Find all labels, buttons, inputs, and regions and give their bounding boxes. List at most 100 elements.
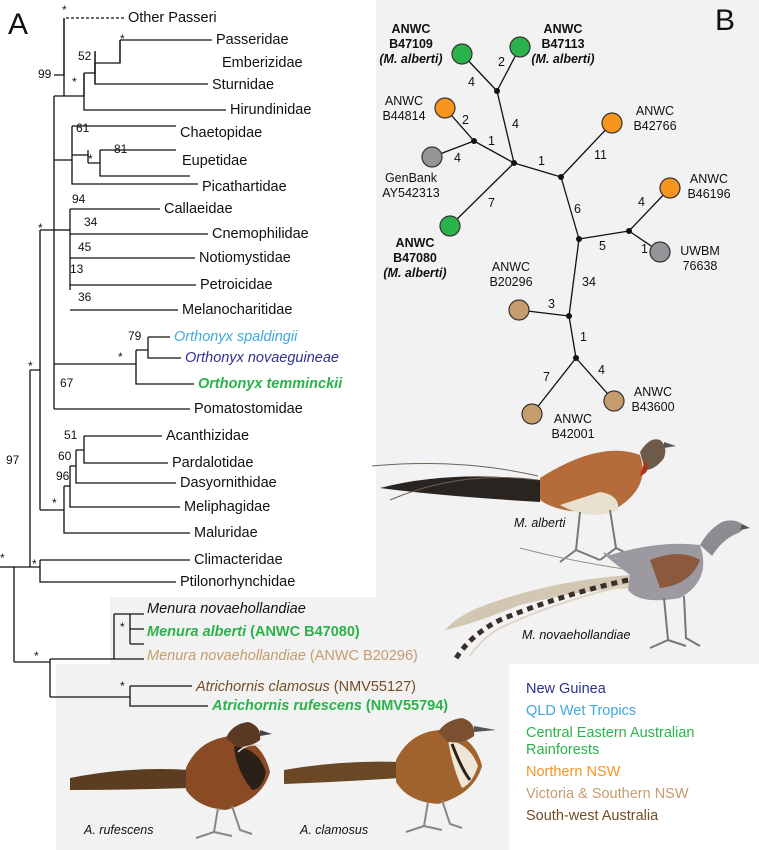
label-line: GenBank <box>384 171 438 185</box>
label-b46196: ANWC B46196 <box>686 172 732 202</box>
label-line: ANWC <box>395 236 435 250</box>
network-junction <box>558 174 564 180</box>
tip-ptilonorhynchidae: Ptilonorhynchidae <box>180 574 296 590</box>
label-line: B42766 <box>633 119 677 133</box>
label-line: ANWC <box>553 412 593 426</box>
tip-petroicidae: Petroicidae <box>200 277 273 293</box>
tip-passeridae: Passeridae <box>216 32 289 48</box>
support-label: 34 <box>84 215 98 229</box>
menura-alberti-voucher: (ANWC B47080) <box>250 624 360 640</box>
label-line: B42001 <box>551 427 595 441</box>
branch-length: 34 <box>582 275 596 289</box>
legend-central-eastern: Central Eastern Australian <box>526 725 695 741</box>
tip-menura-novaehollandiae-1: Menura novaehollandiae <box>147 601 306 617</box>
label-line: (M. alberti) <box>379 52 443 66</box>
network-junction <box>626 228 632 234</box>
branch-length: 1 <box>641 242 648 256</box>
caption-m-novaehollandiae: M. novaehollandiae <box>522 628 631 642</box>
haplotype-b43600 <box>603 390 625 412</box>
tip-orthonyx-spaldingii: Orthonyx spaldingii <box>174 329 298 345</box>
haplotype-b47109 <box>451 43 473 65</box>
tip-hirundinidae: Hirundinidae <box>230 102 312 118</box>
support-label: 51 <box>64 428 78 442</box>
panel-a-letter: A <box>8 8 29 41</box>
haplotype-uwbm <box>649 241 671 263</box>
tip-dasyornithidae: Dasyornithidae <box>180 475 277 491</box>
branch-length: 4 <box>468 75 475 89</box>
support-label: * <box>120 32 125 46</box>
label-line: ANWC <box>635 104 675 118</box>
legend-rainforests: Rainforests <box>526 742 600 758</box>
tip-acanthizidae: Acanthizidae <box>166 428 250 444</box>
tip-callaeidae: Callaeidae <box>164 201 233 217</box>
label-b47113: ANWC B47113 (M. alberti) <box>528 22 598 67</box>
branch-length: 11 <box>594 148 607 162</box>
support-label: 81 <box>114 142 128 156</box>
support-label: * <box>38 221 43 235</box>
label-line: B46196 <box>687 187 731 201</box>
haplotype-b47080 <box>439 215 461 237</box>
tip-picathartidae: Picathartidae <box>202 179 287 195</box>
label-line: UWBM <box>680 244 720 258</box>
tip-atrichornis-rufescens: Atrichornis rufescens (NMV55794) <box>212 698 448 714</box>
branch-length: 1 <box>580 330 587 344</box>
support-label: * <box>0 551 5 565</box>
network-junction <box>494 88 500 94</box>
label-b42001: ANWC B42001 <box>550 412 596 442</box>
atrichornis-rufescens-name: Atrichornis rufescens <box>212 698 362 714</box>
label-line: 76638 <box>682 259 718 273</box>
label-b47109: ANWC B47109 (M. alberti) <box>376 22 446 67</box>
branch-length: 3 <box>548 297 555 311</box>
label-line: ANWC <box>491 260 531 274</box>
support-label: 94 <box>72 192 86 206</box>
branch-length: 4 <box>598 363 605 377</box>
tip-other-passeri: Other Passeri <box>128 10 217 26</box>
haplotype-genbank <box>421 146 443 168</box>
haplotype-b42001 <box>521 403 543 425</box>
label-line: (M. alberti) <box>531 52 595 66</box>
network-junction <box>471 138 477 144</box>
tip-maluridae: Maluridae <box>194 525 258 541</box>
label-b43600: ANWC B43600 <box>630 385 676 415</box>
label-b47080: ANWC B47080 (M. alberti) <box>380 236 450 281</box>
label-line: ANWC <box>384 94 424 108</box>
tip-atrichornis-clamosus: Atrichornis clamosus (NMV55127) <box>196 679 416 695</box>
label-b44814: ANWC B44814 <box>382 94 426 124</box>
branch-length: 2 <box>462 113 469 127</box>
branch-length: 1 <box>538 154 545 168</box>
support-label: 36 <box>78 290 92 304</box>
branch-length: 5 <box>599 239 606 253</box>
branch-length: 6 <box>574 202 581 216</box>
label-line: ANWC <box>391 22 431 36</box>
support-label: * <box>120 679 125 693</box>
tip-menura-novaehollandiae-2: Menura novaehollandiae (ANWC B20296) <box>147 648 418 664</box>
network-junction <box>576 236 582 242</box>
label-uwbm: UWBM 76638 <box>680 244 720 274</box>
menura-clade-box <box>110 597 376 664</box>
tip-pomatostomidae: Pomatostomidae <box>194 401 303 417</box>
legend-qld-wet-tropics: QLD Wet Tropics <box>526 703 637 719</box>
tip-climacteridae: Climacteridae <box>194 552 283 568</box>
legend-victoria-southern-nsw: Victoria & Southern NSW <box>526 786 689 802</box>
menura-novaehollandiae-2-voucher: (ANWC B20296) <box>309 648 418 664</box>
label-b42766: ANWC B42766 <box>632 104 678 134</box>
tip-meliphagidae: Meliphagidae <box>184 499 271 515</box>
branch-length: 2 <box>498 55 505 69</box>
atrichornis-rufescens-voucher: (NMV55794) <box>365 698 449 714</box>
network-junction <box>566 313 572 319</box>
branch-length: 4 <box>638 195 645 209</box>
label-line: ANWC <box>633 385 673 399</box>
caption-a-rufescens: A. rufescens <box>84 823 154 837</box>
support-label: * <box>28 359 33 373</box>
support-label: * <box>120 620 125 634</box>
support-label: 67 <box>60 376 74 390</box>
tip-eupetidae: Eupetidae <box>182 153 248 169</box>
tip-menura-alberti: Menura alberti (ANWC B47080) <box>147 624 360 640</box>
label-genbank: GenBank AY542313 <box>380 171 442 201</box>
support-label: 79 <box>128 329 142 343</box>
label-line: (M. alberti) <box>383 266 447 280</box>
